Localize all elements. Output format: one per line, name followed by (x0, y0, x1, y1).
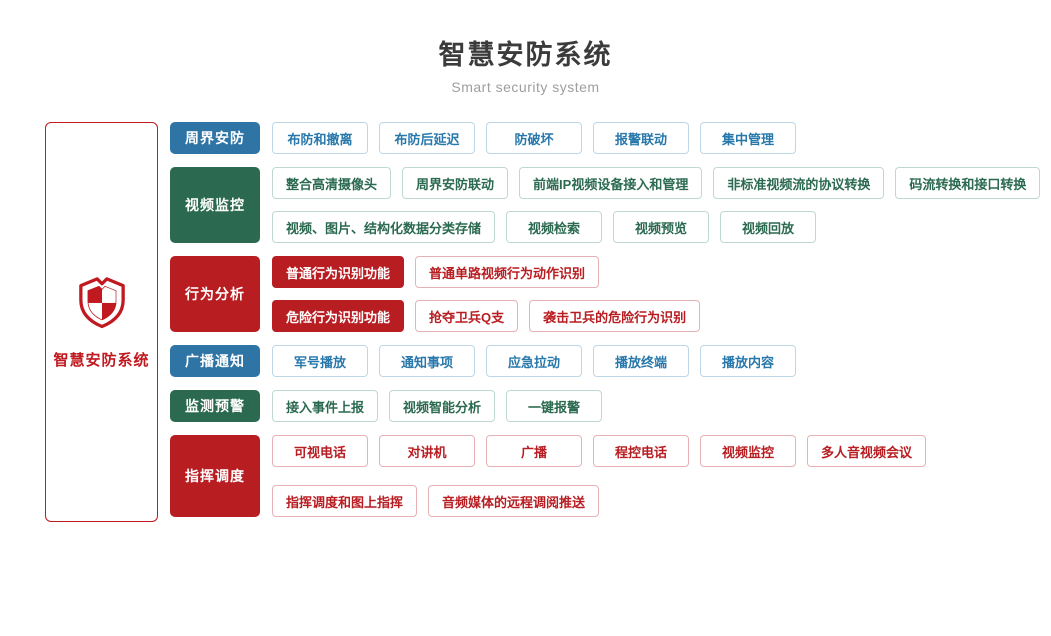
row-perimeter-security: 周界安防 布防和撤离 布防后延迟 防破坏 报警联动 集中管理 (170, 122, 1040, 154)
category-video-surveillance: 视频监控 (170, 167, 260, 243)
feature-button: 视频、图片、结构化数据分类存储 (272, 211, 496, 243)
feature-button: 危险行为识别功能 (272, 300, 405, 332)
page-header: 智慧安防系统 Smart security system (0, 0, 1051, 95)
feature-button: 音频媒体的远程调阅推送 (428, 485, 600, 517)
diagram: 智慧安防系统 周界安防 布防和撤离 布防后延迟 防破坏 报警联动 集中管理 (45, 122, 1051, 522)
feature-button: 布防和撤离 (272, 122, 368, 154)
feature-button: 视频监控 (700, 435, 796, 467)
feature-button: 播放终端 (593, 345, 689, 377)
feature-button: 周界安防联动 (402, 167, 509, 199)
root-label: 智慧安防系统 (53, 352, 150, 369)
feature-button: 普通单路视频行为动作识别 (415, 256, 600, 288)
feature-button: 报警联动 (593, 122, 689, 154)
category-rows: 周界安防 布防和撤离 布防后延迟 防破坏 报警联动 集中管理 视频监控 整合 (170, 122, 1041, 522)
feature-button: 广播 (486, 435, 582, 467)
row-video-surveillance: 视频监控 整合高清摄像头 周界安防联动 前端IP视频设备接入和管理 非标准视频流… (170, 167, 1041, 243)
feature-button: 接入事件上报 (272, 390, 379, 422)
feature-button: 视频预览 (613, 211, 710, 243)
feature-button: 码流转换和接口转换 (895, 167, 1041, 199)
row-broadcast-notice: 广播通知 军号播放 通知事项 应急拉动 播放终端 播放内容 (170, 345, 1040, 377)
feature-button: 视频回放 (720, 211, 817, 243)
feature-button: 布防后延迟 (379, 122, 475, 154)
feature-button: 播放内容 (700, 345, 796, 377)
feature-button: 应急拉动 (486, 345, 582, 377)
feature-button: 袭击卫兵的危险行为识别 (529, 300, 701, 332)
feature-button: 程控电话 (593, 435, 689, 467)
category-command-dispatch: 指挥调度 (170, 435, 260, 517)
feature-button: 指挥调度和图上指挥 (272, 485, 418, 517)
feature-button: 整合高清摄像头 (272, 167, 392, 199)
category-behavior-analysis: 行为分析 (170, 256, 260, 332)
feature-button: 对讲机 (379, 435, 475, 467)
feature-button: 一键报警 (506, 390, 603, 422)
row-command-dispatch: 指挥调度 可视电话 对讲机 广播 程控电话 视频监控 多人音视频会议 指挥调度和… (170, 435, 1040, 517)
feature-button: 视频检索 (506, 211, 603, 243)
category-perimeter-security: 周界安防 (170, 122, 260, 154)
feature-button: 可视电话 (272, 435, 368, 467)
feature-button: 非标准视频流的协议转换 (713, 167, 885, 199)
category-broadcast-notice: 广播通知 (170, 345, 260, 377)
row-behavior-analysis: 行为分析 普通行为识别功能 普通单路视频行为动作识别 危险行为识别功能 抢夺卫兵… (170, 256, 1040, 332)
feature-button: 军号播放 (272, 345, 368, 377)
page-subtitle: Smart security system (451, 79, 600, 95)
feature-button: 集中管理 (700, 122, 796, 154)
feature-button: 通知事项 (379, 345, 475, 377)
shield-icon (77, 274, 127, 335)
feature-button: 普通行为识别功能 (272, 256, 405, 288)
category-monitor-warning: 监测预警 (170, 390, 260, 422)
feature-button: 防破坏 (486, 122, 582, 154)
row-monitor-warning: 监测预警 接入事件上报 视频智能分析 一键报警 (170, 390, 1040, 422)
feature-button: 抢夺卫兵Q支 (415, 300, 519, 332)
feature-button: 多人音视频会议 (807, 435, 927, 467)
feature-button: 前端IP视频设备接入和管理 (519, 167, 703, 199)
root-card: 智慧安防系统 (45, 122, 158, 522)
feature-button: 视频智能分析 (389, 390, 496, 422)
page-title: 智慧安防系统 (438, 40, 613, 70)
